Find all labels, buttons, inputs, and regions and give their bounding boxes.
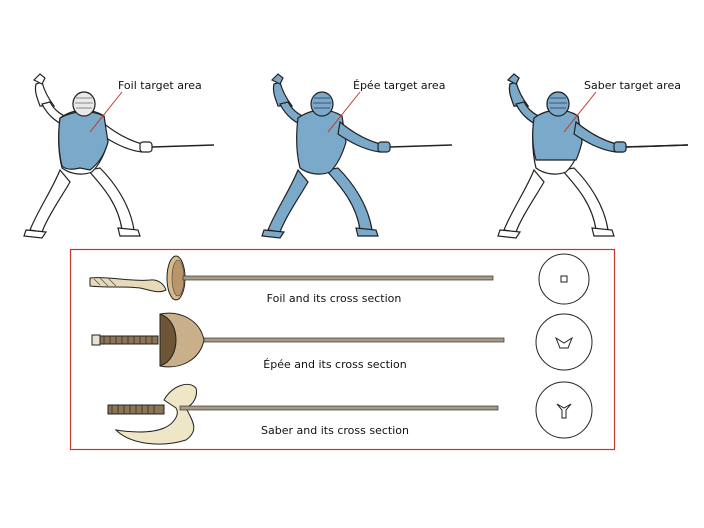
foil-caption: Foil and its cross section [266,292,402,305]
foil-target-area [58,111,109,171]
epee-pointer-line [327,91,361,133]
foil-pointer-line [89,91,123,133]
epee-target-label: Épée target area [353,79,446,92]
epee-cross-section [535,313,593,371]
epee-weapon [91,312,505,368]
epee-caption: Épée and its cross section [263,358,407,371]
saber-cross-section [535,381,593,439]
foil-cross-section [538,253,590,305]
foil-weapon [89,255,494,301]
foil-fencer-figure [23,73,215,239]
saber-fencer-figure [497,73,689,239]
foil-target-label: Foil target area [118,79,202,92]
epee-target-area [296,109,347,175]
saber-pointer-line [563,91,597,133]
saber-weapon [107,384,499,445]
saber-caption: Saber and its cross section [261,424,409,437]
epee-fencer-figure [261,73,453,239]
saber-target-label: Saber target area [584,79,681,92]
